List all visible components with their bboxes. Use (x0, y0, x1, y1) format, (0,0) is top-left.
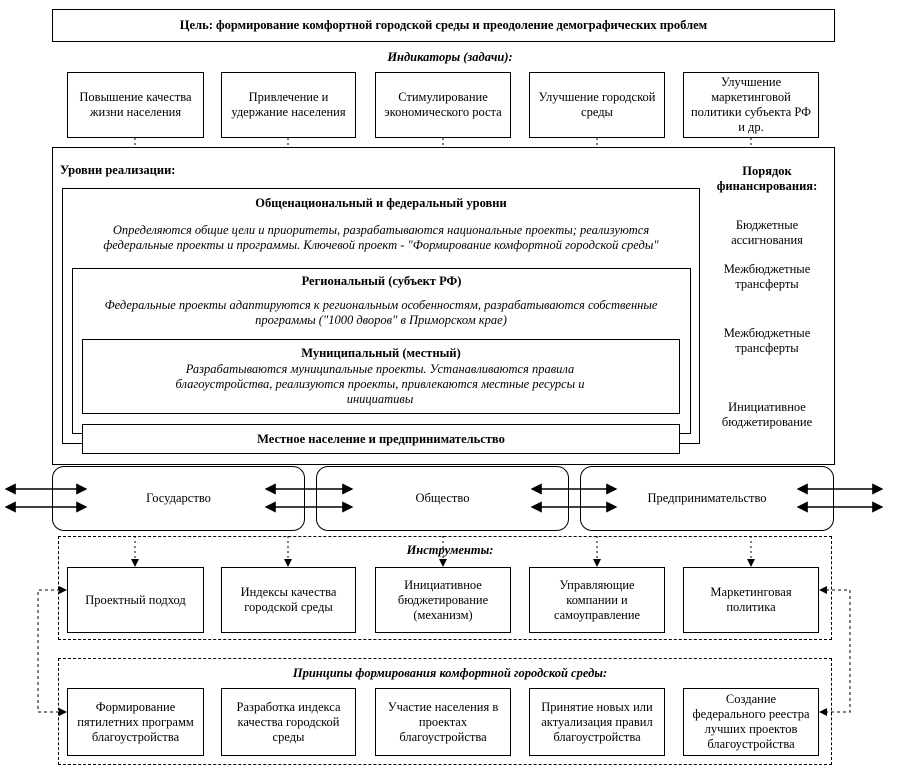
local-population-box: Местное население и предпринимательство (82, 424, 680, 454)
funding-item: Инициативное бюджетирование (721, 400, 813, 429)
principle-label: Создание федерального реестра лучших про… (692, 692, 810, 751)
indicator-1: Повышение качества жизни населения (67, 72, 204, 138)
principle-2: Разработка индекса качества городской ср… (221, 688, 356, 756)
tool-3: Инициативное бюджетирование (механизм) (375, 567, 511, 633)
tools-container (58, 536, 832, 640)
principle-label: Принятие новых или актуализация правил б… (541, 699, 653, 744)
actor-state-label: Государство (146, 491, 211, 505)
levels-title: Уровни реализации: (60, 163, 176, 177)
funding-item: Бюджетные ассигнования (731, 218, 803, 247)
funding-title: Порядок финансирования: (716, 164, 818, 193)
actor-society-label: Общество (415, 491, 470, 505)
municipal-text: Разрабатываются муниципальные проекты. У… (175, 362, 585, 406)
indicator-3: Стимулирование экономического роста (375, 72, 511, 138)
tool-label: Управляющие компании и самоуправление (553, 577, 641, 622)
indicator-5: Улучшение маркетинговой политики субъект… (683, 72, 819, 138)
principle-4: Принятие новых или актуализация правил б… (529, 688, 665, 756)
indicator-label: Улучшение городской среды (538, 90, 656, 119)
federal-text: Определяются общие цели и приоритеты, ра… (103, 223, 659, 252)
regional-text: Федеральные проекты адаптируются к регио… (104, 298, 658, 327)
actor-business-label: Предпринимательство (647, 491, 767, 505)
indicator-4: Улучшение городской среды (529, 72, 665, 138)
indicator-label: Улучшение маркетинговой политики субъект… (690, 75, 812, 134)
indicator-label: Привлечение и удержание населения (231, 90, 346, 119)
tool-1: Проектный подход (67, 567, 204, 633)
principle-label: Участие населения в проектах благоустрой… (387, 699, 499, 744)
regional-title: Региональный (субъект РФ) (301, 274, 462, 288)
tool-label: Проектный подход (85, 592, 186, 607)
municipal-title: Муниципальный (местный) (301, 346, 461, 360)
indicator-label: Стимулирование экономического роста (384, 90, 502, 119)
tool-5: Маркетинговая политика (683, 567, 819, 633)
tool-label: Инициативное бюджетирование (механизм) (397, 577, 489, 622)
principle-label: Формирование пятилетних программ благоус… (77, 699, 194, 744)
indicators-title: Индикаторы (задачи): (387, 50, 513, 64)
tool-2: Индексы качества городской среды (221, 567, 356, 633)
actor-state-box (52, 466, 305, 531)
goal-box: Цель: формирование комфортной городской … (52, 9, 835, 42)
tool-label: Индексы качества городской среды (240, 585, 337, 614)
principles-title: Принципы формирования комфортной городск… (292, 666, 608, 680)
tool-label: Маркетинговая политика (710, 585, 792, 614)
indicator-label: Повышение качества жизни населения (79, 90, 192, 119)
indicator-2: Привлечение и удержание населения (221, 72, 356, 138)
actor-society-box (316, 466, 569, 531)
funding-item: Межбюджетные трансферты (723, 326, 811, 355)
principle-label: Разработка индекса качества городской ср… (236, 699, 341, 744)
actor-business-box (580, 466, 834, 531)
local-population-label: Местное население и предпринимательство (257, 431, 505, 446)
federal-title: Общенациональный и федеральный уровни (255, 196, 507, 210)
tool-4: Управляющие компании и самоуправление (529, 567, 665, 633)
indicator-dotted-connectors (134, 138, 752, 147)
principle-3: Участие населения в проектах благоустрой… (375, 688, 511, 756)
goal-text: Цель: формирование комфортной городской … (179, 18, 708, 32)
funding-item: Межбюджетные трансферты (723, 262, 811, 291)
tools-title: Инструменты: (406, 543, 494, 557)
principle-1: Формирование пятилетних программ благоус… (67, 688, 204, 756)
principle-5: Создание федерального реестра лучших про… (683, 688, 819, 756)
municipal-level-box (82, 339, 680, 414)
